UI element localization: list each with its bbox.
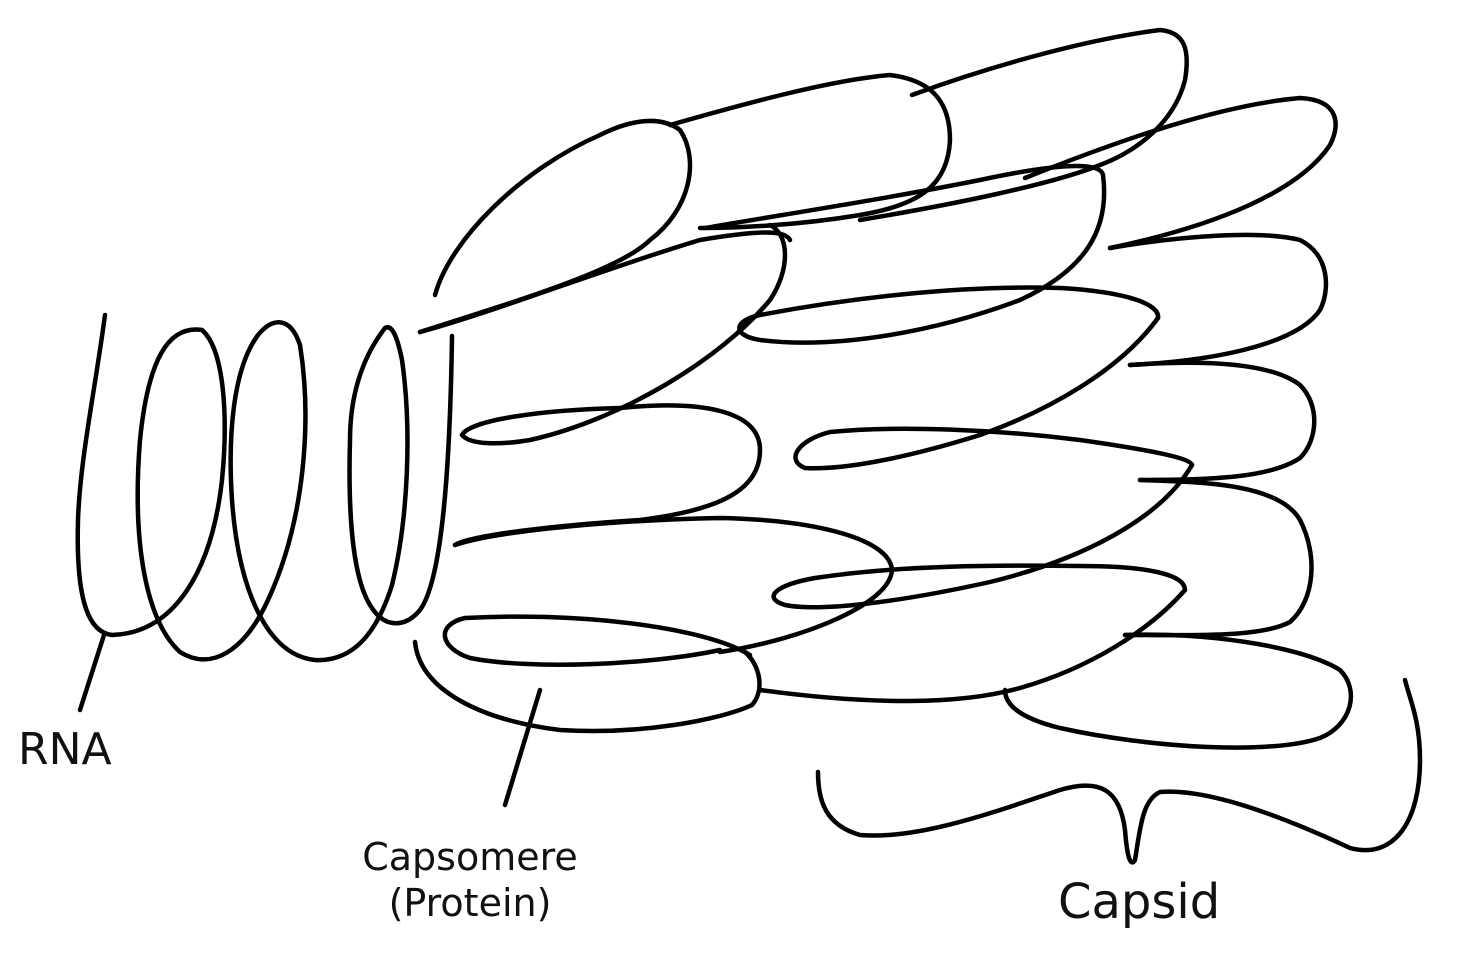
capsomere-oval: [1022, 95, 1338, 251]
capsomere-leader-line: [502, 687, 543, 808]
rna-leader-line: [77, 632, 107, 713]
capsid-label: Capsid: [1058, 874, 1221, 930]
capsomere-label-line1: Capsomere: [362, 835, 578, 879]
capsomere-oval: [793, 315, 1195, 471]
capsomere-oval: [1002, 632, 1354, 750]
capsomere-label-line2: (Protein): [388, 881, 552, 925]
capsid-brace: [815, 677, 1423, 865]
capsomere-oval: [417, 118, 693, 335]
capsomere-oval: [771, 462, 1195, 610]
capsomere-oval: [1122, 477, 1314, 638]
capsomere-oval: [757, 587, 1188, 704]
rna-helix: [75, 312, 455, 663]
capsomere-label: Capsomere (Protein): [350, 834, 590, 926]
rna-label: RNA: [18, 724, 112, 775]
capsomere-oval: [442, 614, 753, 667]
capsomere-oval: [452, 222, 788, 548]
capsomere-oval: [667, 72, 953, 231]
capsomere-oval: [702, 163, 1161, 345]
capsomere-oval: [1127, 360, 1317, 483]
capsomere-oval: [857, 27, 1189, 223]
capsomere-oval: [1107, 232, 1329, 368]
capsomere-oval: [417, 230, 793, 335]
